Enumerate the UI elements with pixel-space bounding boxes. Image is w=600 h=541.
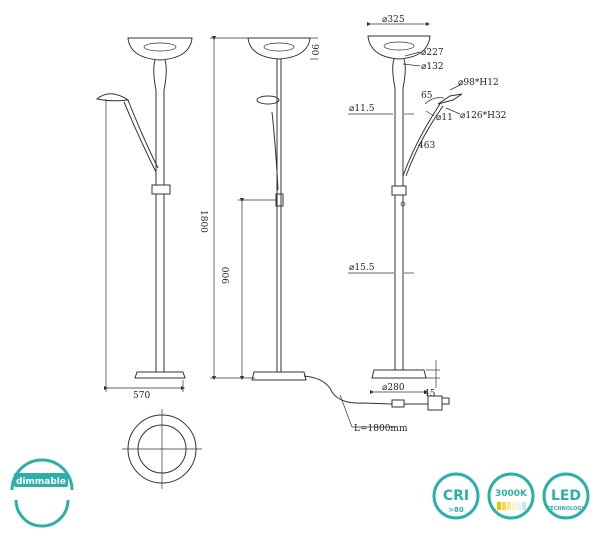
cable-length-label: L=1800mm (354, 424, 408, 434)
reading-head-label: ⌀98*H12 (458, 78, 499, 88)
cri-badge: CRI >80 (432, 472, 480, 520)
reading-base-label: ⌀126*H32 (460, 111, 506, 121)
total-height-label: 1800 (198, 210, 208, 233)
side-view-middle: 1800 90 900 L=1800mm (198, 35, 450, 434)
front-view-left: 570 (95, 37, 193, 401)
dimmable-badge: dimmable (10, 458, 74, 528)
led-badge: LED TECHNOLOGY (542, 472, 590, 520)
reading-angle-label: 65 (421, 91, 433, 101)
color-temp-badge: 3000K (487, 472, 535, 520)
plan-view (122, 409, 202, 489)
lower-neck-label: ⌀132 (421, 62, 444, 72)
cri-value-label: >80 (448, 506, 464, 514)
bowl-height-label: 90 (309, 44, 319, 56)
base-height-label: 45 (424, 389, 436, 399)
front-view-right: ⌀325 ⌀227 ⌀132 ⌀98*H12 65 ⌀126*H32 ⌀11 4… (348, 15, 506, 399)
led-sub-label: TECHNOLOGY (547, 506, 585, 512)
bowl-dia-label: ⌀325 (382, 15, 405, 25)
color-temp-label: 3000K (495, 489, 528, 499)
switch-height-label: 900 (222, 267, 232, 284)
reading-arm-dia-label: ⌀11 (436, 113, 453, 123)
dimmable-label: dimmable (16, 477, 66, 487)
footprint-width-label: 570 (133, 391, 150, 401)
upper-neck-label: ⌀227 (421, 48, 444, 58)
lower-stem-dia-label: ⌀15.5 (349, 263, 375, 273)
cri-label: CRI (443, 488, 469, 504)
reading-arm-length-label: 463 (418, 141, 435, 151)
base-dia-label: ⌀280 (382, 383, 405, 393)
upper-stem-dia-label: ⌀11.5 (349, 104, 375, 114)
led-label: LED (551, 488, 581, 504)
